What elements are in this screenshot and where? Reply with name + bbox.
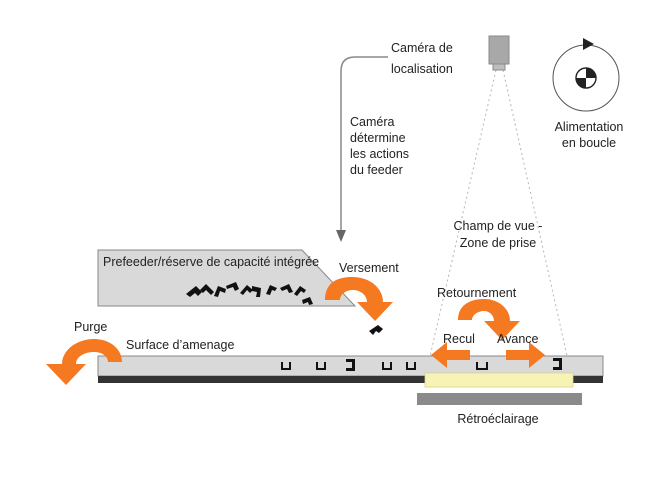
versement-arrow	[325, 277, 393, 321]
part-icon	[280, 284, 293, 293]
part-icon	[200, 284, 214, 295]
camera-action-line1: Caméra	[350, 115, 395, 129]
part-icon	[186, 286, 202, 297]
camera-action-line2: détermine	[350, 131, 406, 145]
camera-action-line4: du feeder	[350, 163, 403, 177]
backlight	[417, 372, 582, 405]
part-icon	[281, 362, 291, 370]
part-icon	[346, 359, 355, 371]
falling-part	[369, 325, 383, 335]
purge-arrow	[46, 339, 122, 385]
part-icon	[302, 297, 313, 305]
backlight-label: Rétroéclairage	[457, 412, 538, 426]
retournement-label: Retournement	[437, 286, 517, 300]
fov-label-line2: Zone de prise	[460, 236, 536, 250]
part-icon	[476, 362, 488, 370]
part-icon	[226, 282, 239, 291]
part-icon	[406, 362, 416, 370]
part-icon	[266, 285, 277, 295]
camera-label-line2: localisation	[391, 62, 453, 76]
surface-label: Surface d’amenage	[126, 338, 234, 352]
versement-label: Versement	[339, 261, 399, 275]
camera-icon	[488, 35, 510, 71]
retournement-arrow	[458, 299, 520, 340]
feed-surface	[97, 355, 604, 383]
recul-label: Recul	[443, 332, 475, 346]
surface-parts	[281, 358, 562, 371]
part-icon	[382, 362, 392, 370]
part-icon	[214, 286, 226, 297]
part-icon	[553, 358, 562, 370]
prefeeder-label: Prefeeder/réserve de capacité intégrée	[103, 255, 319, 269]
part-icon	[240, 285, 253, 295]
loop-label-line2: en boucle	[562, 136, 616, 150]
avance-label: Avance	[497, 332, 539, 346]
loop-feed-icon	[552, 38, 620, 112]
avance-arrow	[506, 342, 545, 368]
fov-label-line1: Champ de vue -	[454, 219, 543, 233]
part-icon	[294, 286, 306, 296]
purge-label: Purge	[74, 320, 107, 334]
camera-control-arrow	[336, 56, 388, 242]
hopper-parts	[186, 282, 313, 305]
camera-label-line1: Caméra de	[391, 41, 453, 55]
part-icon	[252, 286, 261, 297]
recul-arrow	[431, 342, 470, 368]
camera-action-line3: les actions	[350, 147, 409, 161]
part-icon	[316, 362, 326, 370]
loop-label-line1: Alimentation	[555, 120, 624, 134]
